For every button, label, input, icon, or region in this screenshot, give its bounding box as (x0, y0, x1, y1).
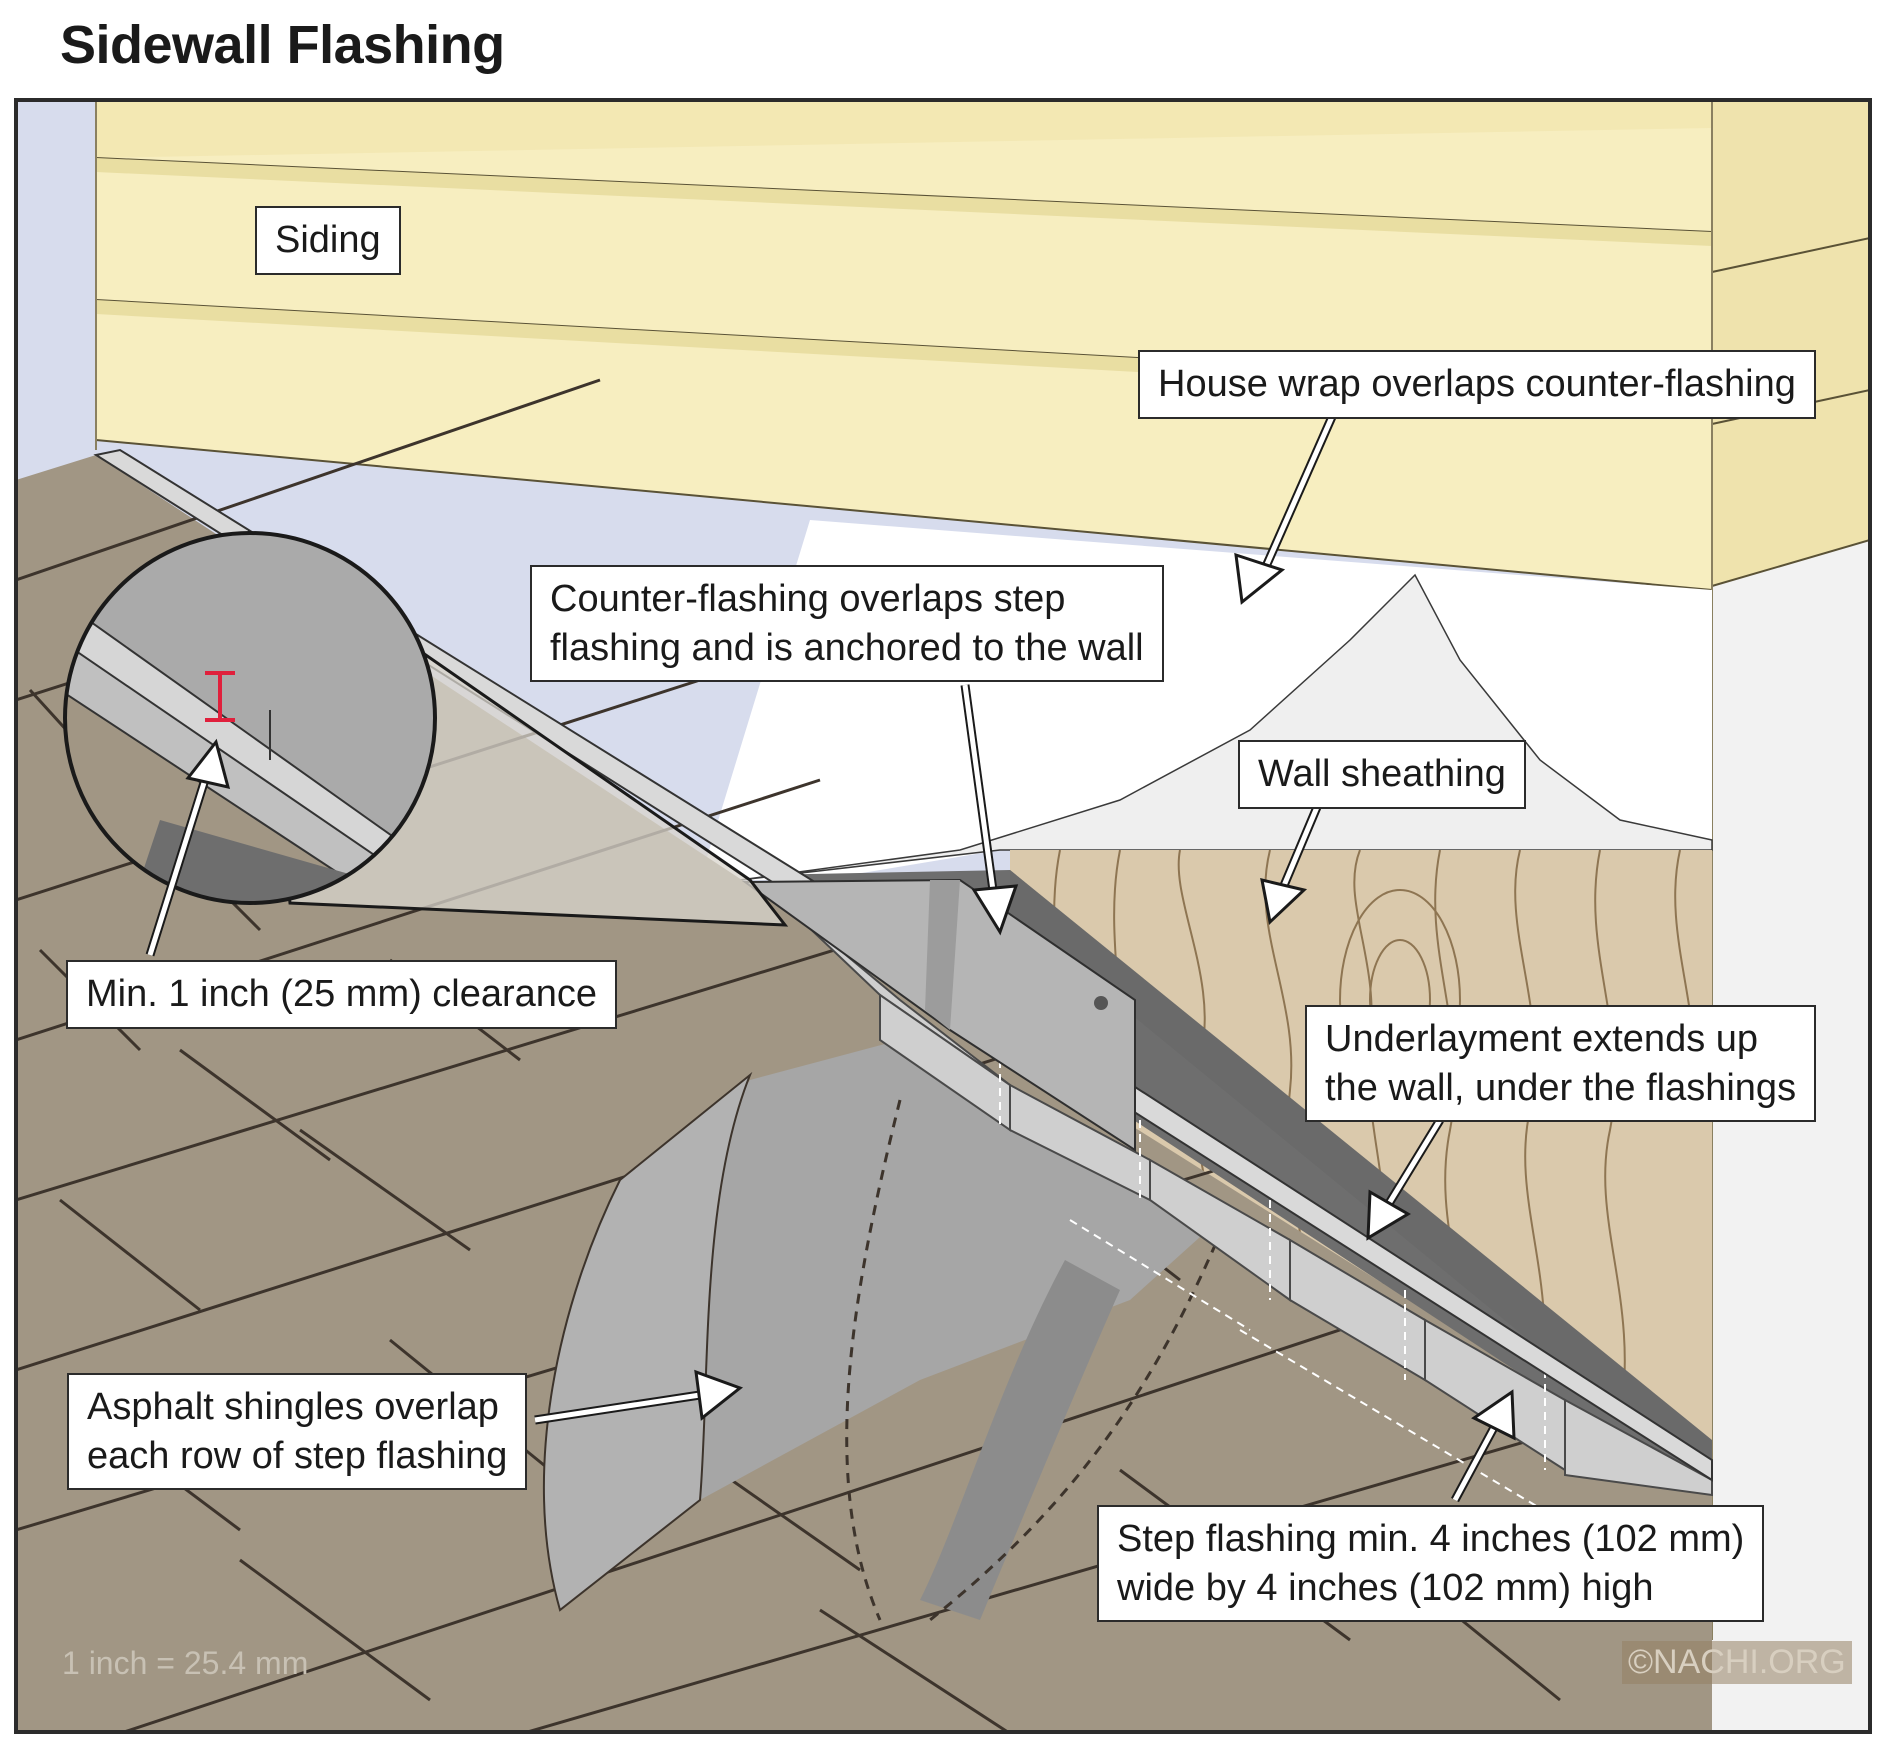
house-wrap-label-text: House wrap overlaps counter-flashing (1158, 363, 1796, 405)
counter-flashing-fastener (1094, 996, 1108, 1010)
clearance-marker (205, 671, 235, 722)
clearance-label-text: Min. 1 inch (25 mm) clearance (86, 973, 598, 1015)
counter-flashing-label-line2: flashing and is anchored to the wall (550, 626, 1144, 669)
peeled-shingle-left (542, 1071, 753, 1612)
magnifier-circle (63, 531, 437, 905)
underlayment-label-line2: the wall, under the flashings (1325, 1066, 1797, 1109)
counter-flashing-label: Counter-flashing overlaps step flashing … (530, 565, 1164, 683)
unit-conversion-note: 1 inch = 25.4 mm (62, 1645, 309, 1681)
house-wrap-label: House wrap overlaps counter-flashing (1138, 350, 1816, 419)
siding-label: Siding (255, 206, 401, 275)
flashing-dashes (999, 1060, 1561, 1521)
asphalt-shingles-label-line1: Asphalt shingles overlap (87, 1386, 499, 1428)
wall-sheathing-label: Wall sheathing (1238, 740, 1526, 809)
illustration-frame (14, 98, 1872, 1734)
step-flashing-pieces (779, 899, 1713, 1497)
underlayment-label: Underlayment extends up the wall, under … (1305, 1005, 1817, 1123)
corner-trim-shade (1712, 520, 1870, 1732)
underlayment-label-line1: Underlayment extends up (1325, 1018, 1759, 1060)
page-title: Sidewall Flashing (60, 15, 505, 75)
counter-flashing-label-line1: Counter-flashing overlaps step (550, 578, 1066, 620)
siding-label-text: Siding (275, 219, 381, 261)
step-flashing-label-line2: wide by 4 inches (102 mm) high (1117, 1566, 1654, 1609)
step-flashing-label: Step flashing min. 4 inches (102 mm) wid… (1097, 1505, 1765, 1623)
peeled-shingle-right (920, 1260, 1120, 1620)
copyright-notice: ©NACHI.ORG (1622, 1641, 1852, 1684)
wall-sheathing-label-text: Wall sheathing (1258, 753, 1506, 795)
clearance-label: Min. 1 inch (25 mm) clearance (66, 960, 618, 1029)
step-flashing-label-line1: Step flashing min. 4 inches (102 mm) (1117, 1518, 1745, 1560)
magnifier-detail (65, 533, 435, 903)
asphalt-shingles-label: Asphalt shingles overlap each row of ste… (67, 1373, 528, 1491)
asphalt-shingles-label-line2: each row of step flashing (87, 1434, 508, 1477)
callout-arrows (145, 408, 1516, 1503)
